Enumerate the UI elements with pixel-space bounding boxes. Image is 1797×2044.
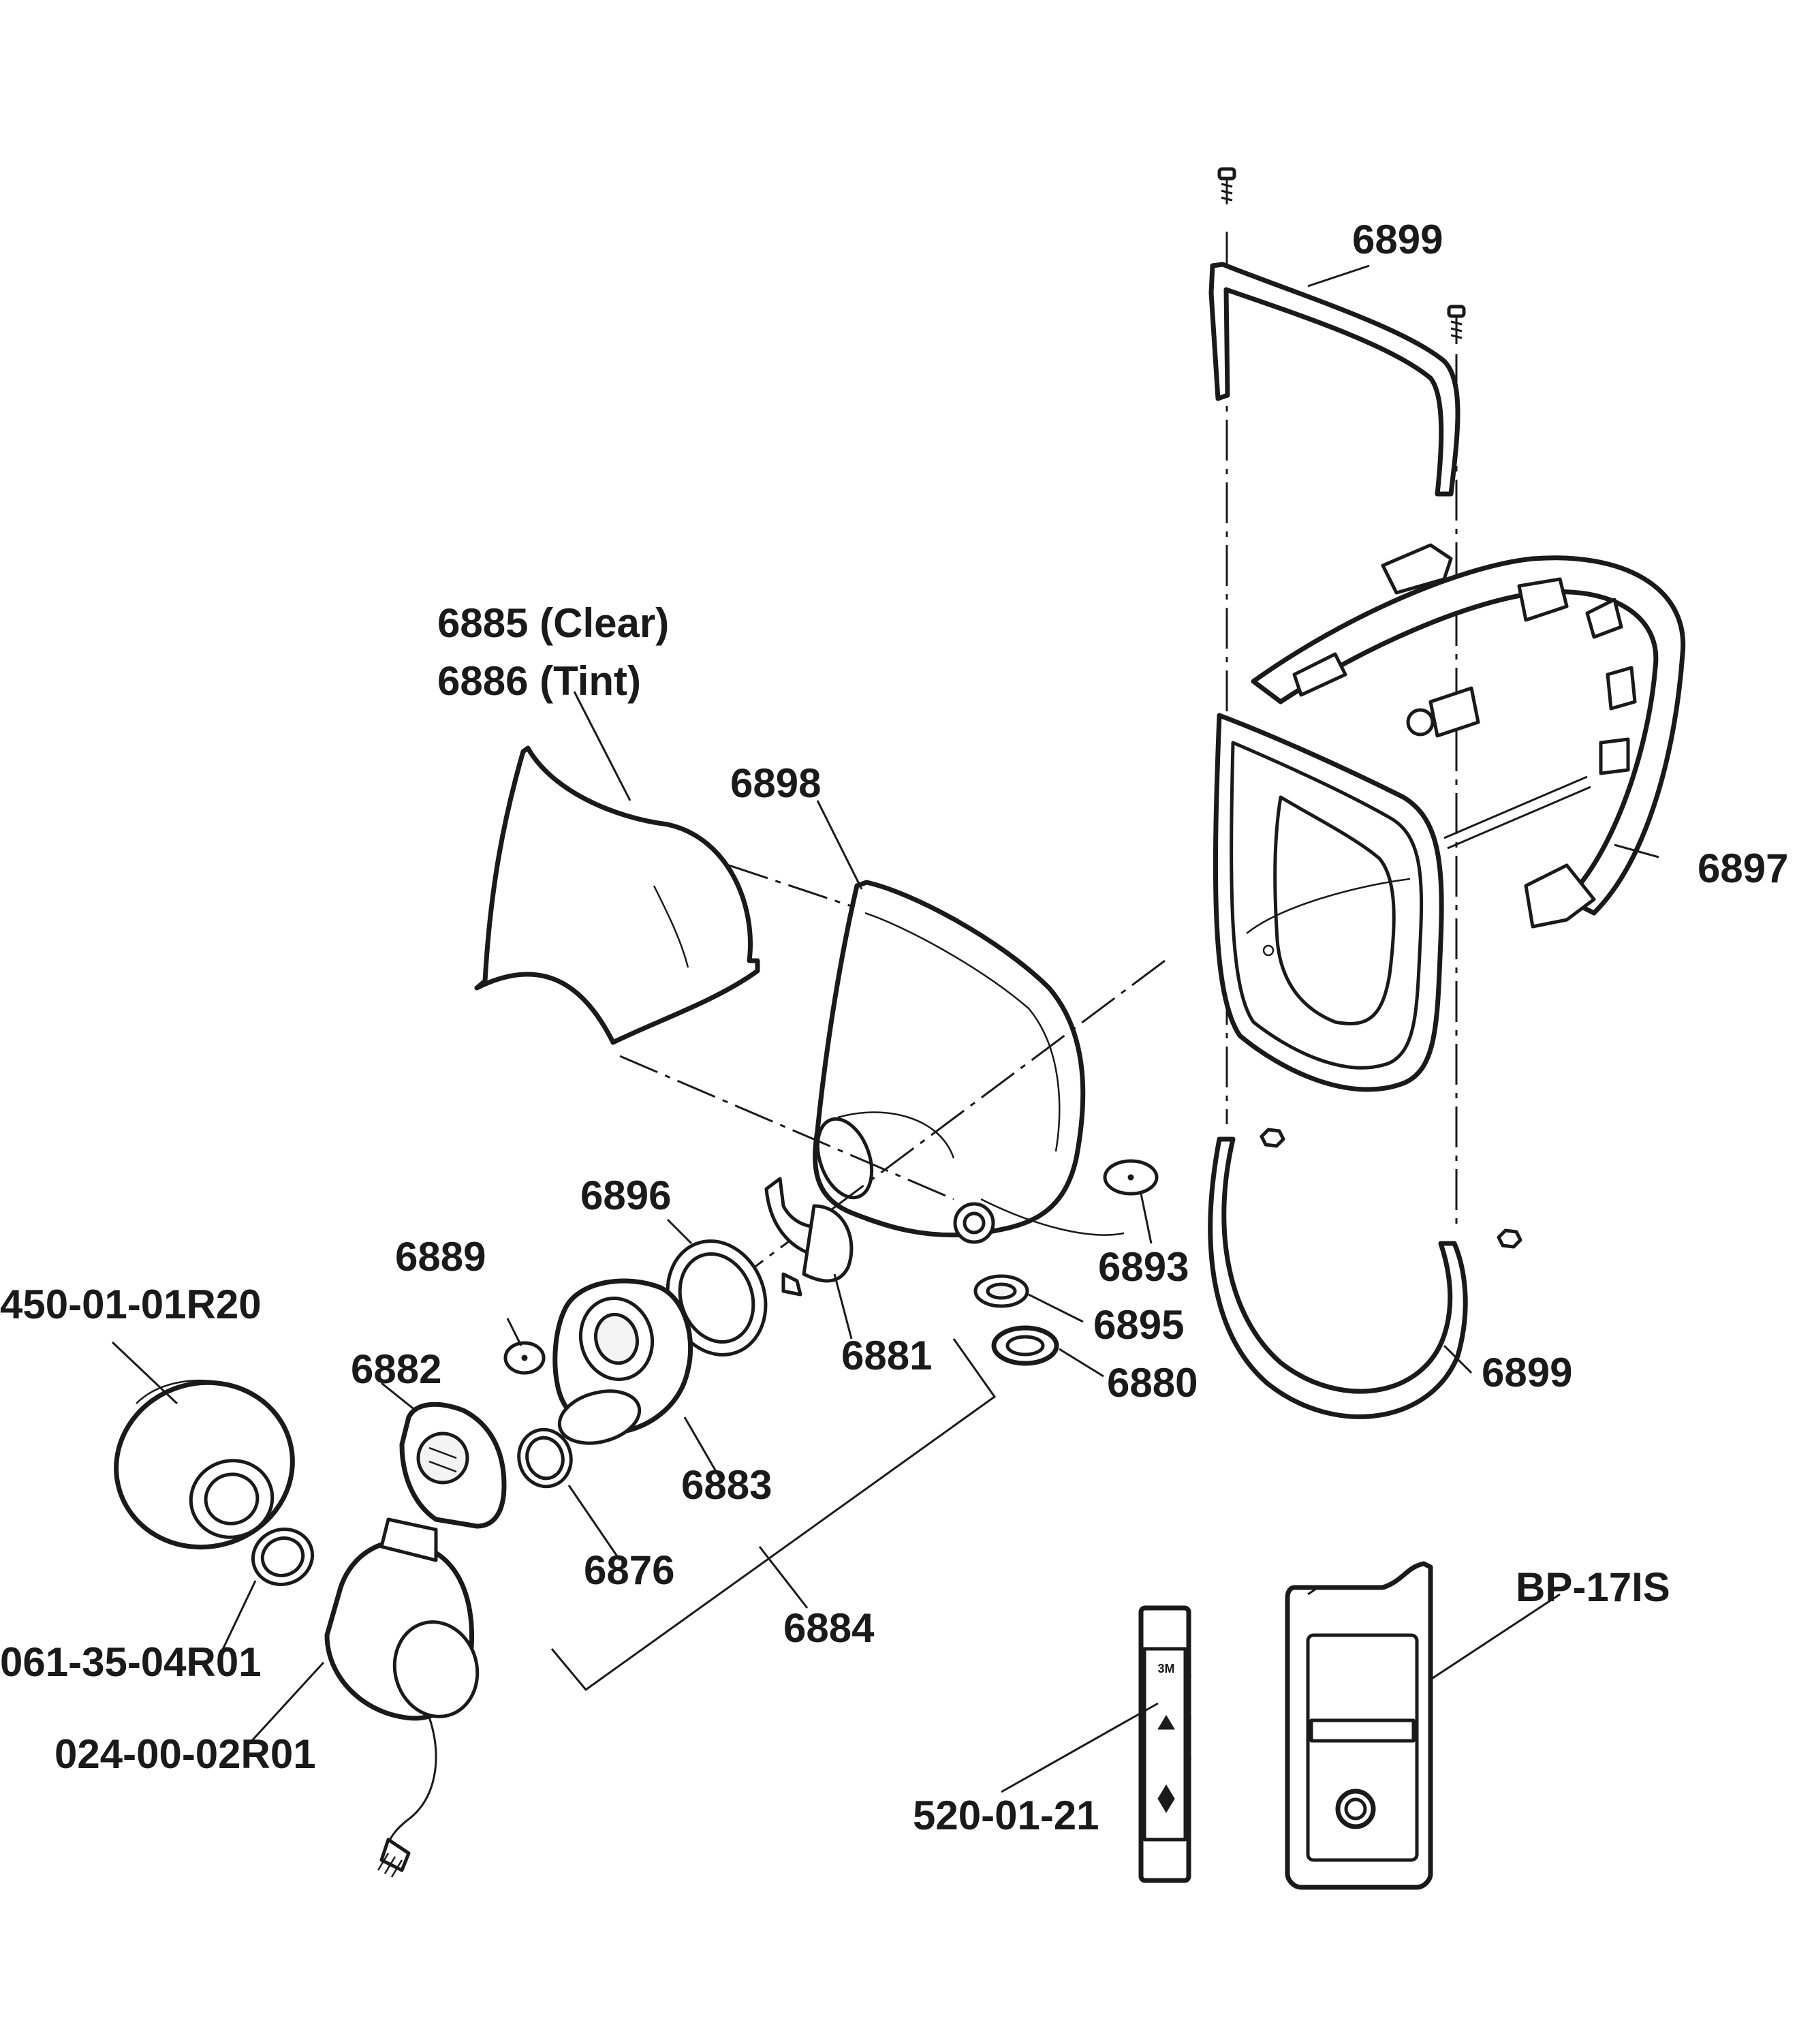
gasket-6896 (666, 1239, 768, 1357)
diagonal-assembly-line (681, 959, 1166, 1323)
flow-indicator-520-01-21: 3M (1138, 1605, 1191, 1883)
blower-024-00-02R01 (324, 1517, 480, 1878)
cartridge-450-01-01R20 (114, 1380, 295, 1550)
label-6899-bottom: 6899 (1482, 1350, 1572, 1395)
label-061-35-04R01: 061-35-04R01 (0, 1639, 262, 1685)
label-024-00-02R01: 024-00-02R01 (54, 1731, 316, 1777)
label-6881: 6881 (841, 1333, 932, 1378)
label-6895: 6895 (1093, 1302, 1184, 1348)
lens-alignment-line (728, 864, 852, 908)
label-6882: 6882 (351, 1346, 441, 1392)
disc-6889 (503, 1341, 546, 1375)
adapter-6883 (552, 1278, 693, 1445)
nut-right (1497, 1228, 1522, 1249)
valve-6895 (973, 1274, 1029, 1308)
label-6898: 6898 (730, 760, 821, 806)
facepiece-6898 (813, 880, 1086, 1244)
cover-6880 (991, 1325, 1059, 1366)
clip-6881 (764, 1177, 854, 1297)
label-6886: 6886 (Tint) (437, 658, 641, 704)
screw-top-right (1447, 305, 1466, 344)
head-harness-6897 (1251, 543, 1686, 929)
label-6889: 6889 (395, 1234, 486, 1280)
screw-top-left (1217, 167, 1236, 204)
label-6899-top: 6899 (1352, 217, 1443, 262)
label-6885: 6885 (Clear) (437, 600, 669, 646)
leader-lines (111, 264, 1659, 1793)
lens-6885-6886 (474, 745, 760, 1045)
lens-lower-alignment-line (619, 1055, 954, 1201)
faceseal-6897 (1213, 713, 1444, 1092)
label-6884: 6884 (783, 1605, 875, 1651)
label-6897: 6897 (1698, 846, 1788, 891)
label-6896: 6896 (580, 1173, 671, 1218)
assembly-bracket-6884 (550, 1338, 997, 1692)
lower-strap-6899 (1208, 1136, 1468, 1419)
label-6880: 6880 (1107, 1360, 1198, 1406)
nut-left (1260, 1128, 1285, 1148)
label-450-01-01R20: 450-01-01R20 (0, 1282, 262, 1327)
gasket-061-35-04R01 (251, 1528, 315, 1586)
label-520-01-21: 520-01-21 (913, 1793, 1099, 1838)
upper-strap-6899 (1208, 262, 1460, 497)
label-6893: 6893 (1098, 1244, 1189, 1290)
label-BP-17IS: BP-17IS (1516, 1564, 1670, 1610)
gasket-6876 (517, 1427, 573, 1489)
battery-BP-17IS (1285, 1561, 1433, 1890)
filter-cap-6882 (399, 1402, 507, 1529)
brand-3m: 3M (1157, 1662, 1174, 1675)
label-6876: 6876 (584, 1547, 674, 1593)
label-6883: 6883 (681, 1462, 772, 1508)
